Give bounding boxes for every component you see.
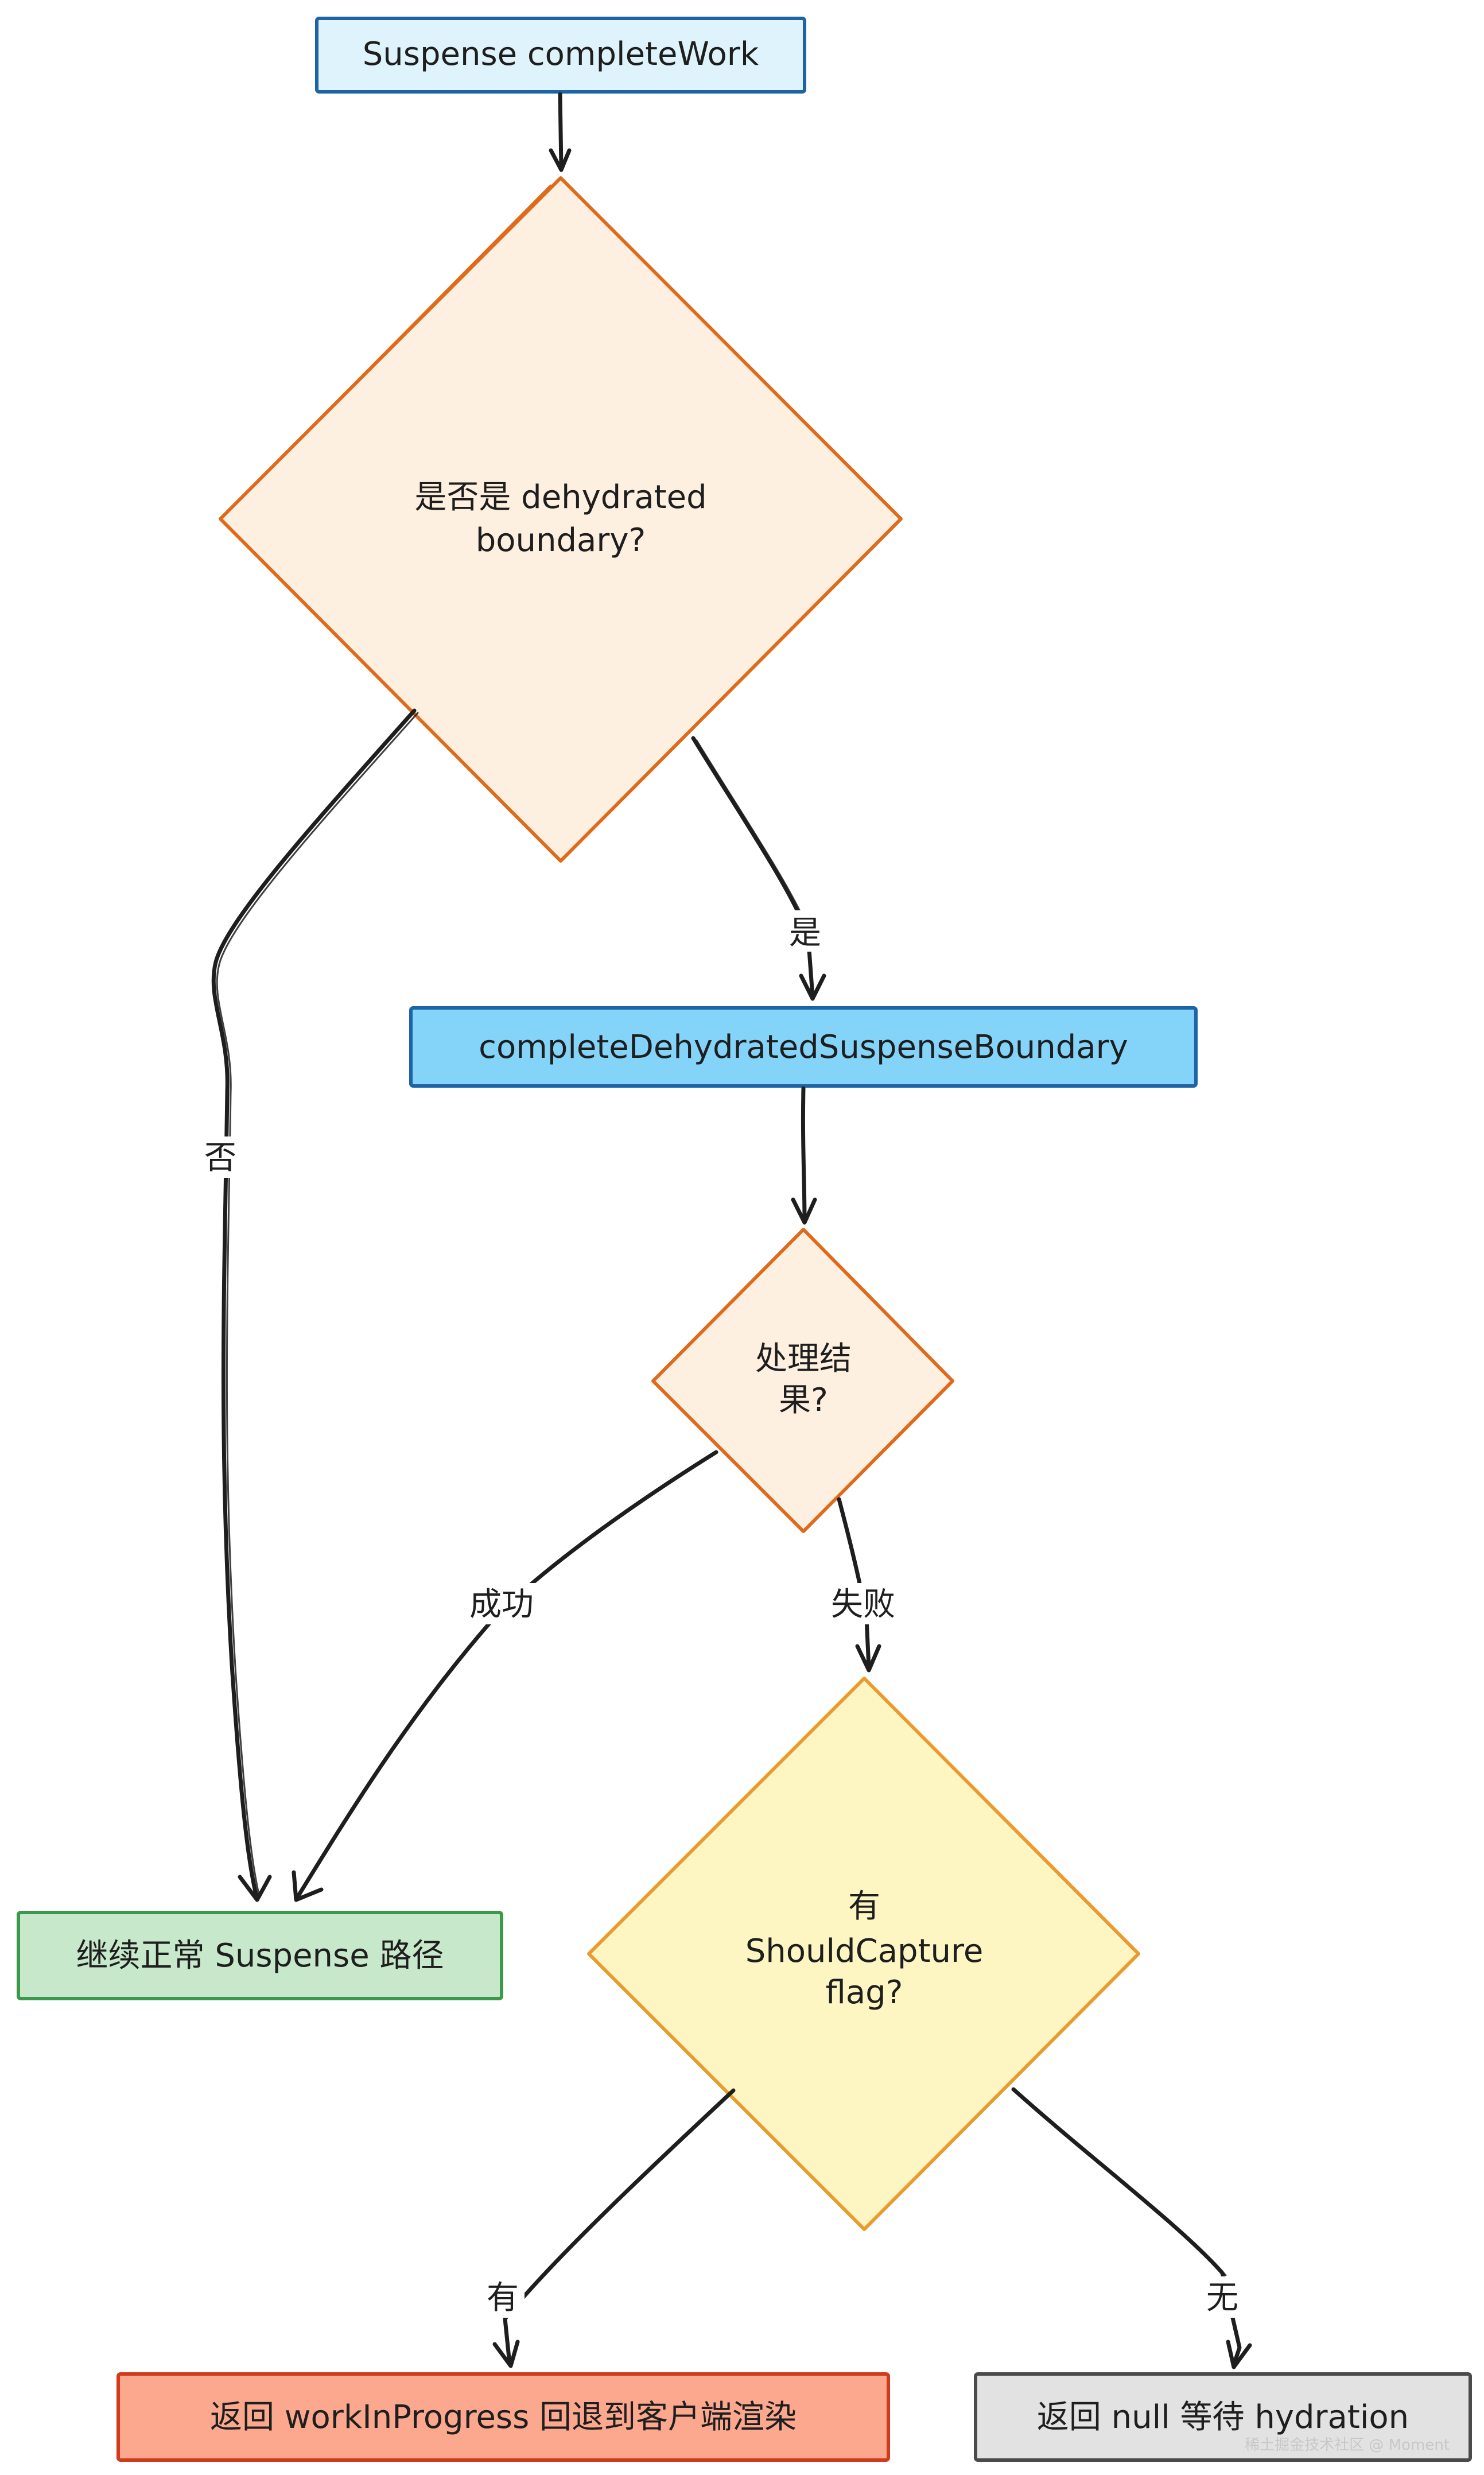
node-start-label: Suspense completeWork xyxy=(363,36,759,73)
edge-start-to-dehydrated-arrowhead xyxy=(549,148,572,172)
node-return-null-label: 返回 null 等待 hydration xyxy=(1037,2399,1409,2436)
edge-complete-to-result-line xyxy=(801,1086,807,1223)
node-decision-dehydrated-sketch-stroke xyxy=(219,184,552,520)
edge-has-capture: 有 xyxy=(481,2088,736,2368)
edge-start-to-dehydrated xyxy=(549,92,572,172)
node-decision-capture-line3: flag? xyxy=(826,1974,903,2011)
edge-yes-dehydrated-arrowhead xyxy=(799,973,826,1001)
node-return-wip-label: 返回 workInProgress 回退到客户端渲染 xyxy=(210,2399,797,2436)
node-decision-capture-diamond xyxy=(587,1677,1140,2231)
edge-no-dehydrated-ghost xyxy=(216,712,419,1898)
edge-fail-label: 失败 xyxy=(831,1586,895,1623)
edge-no-dehydrated-label-bg xyxy=(199,1136,242,1178)
edge-yes-dehydrated: 是 xyxy=(691,736,826,1001)
edge-success-label-bg xyxy=(463,1583,541,1624)
edge-has-capture-arrowhead xyxy=(492,2340,520,2368)
node-decision-dehydrated-line1: 是否是 dehydrated xyxy=(414,479,706,516)
node-decision-dehydrated-line2: boundary? xyxy=(476,522,646,559)
edge-yes-dehydrated-line xyxy=(691,736,815,999)
edge-no-dehydrated-line xyxy=(211,708,417,1896)
edge-success-line xyxy=(295,1450,718,1900)
edge-fail-arrowhead xyxy=(855,1644,881,1673)
edge-no-capture-arrowhead xyxy=(1226,2340,1252,2369)
node-decision-result-line1: 处理结 xyxy=(755,1340,852,1378)
edge-no-dehydrated: 否 xyxy=(199,708,419,1902)
edge-yes-dehydrated-label: 是 xyxy=(789,914,821,952)
node-decision-result: 处理结 果? xyxy=(651,1228,954,1533)
node-decision-result-line2: 果? xyxy=(779,1382,828,1419)
edge-fail-label-bg xyxy=(824,1583,902,1624)
node-decision-result-diamond xyxy=(651,1228,954,1533)
node-decision-capture-line1: 有 xyxy=(848,1888,880,1925)
edge-has-capture-label: 有 xyxy=(487,2279,519,2317)
edge-yes-dehydrated-label-bg xyxy=(785,910,825,952)
edge-success-label: 成功 xyxy=(469,1586,534,1623)
edge-success: 成功 xyxy=(292,1450,718,1902)
edge-no-capture-line xyxy=(1011,2087,1242,2367)
edge-no-capture: 无 xyxy=(1011,2087,1252,2369)
edge-fail: 失败 xyxy=(824,1497,902,1673)
edge-no-capture-ghost xyxy=(1016,2090,1227,2276)
node-return-null-box xyxy=(974,2372,1472,2462)
edge-has-capture-line xyxy=(503,2088,736,2366)
node-return-wip: 返回 workInProgress 回退到客户端渲染 xyxy=(116,2372,890,2462)
edge-complete-to-result-arrowhead xyxy=(791,1197,817,1225)
edge-start-to-dehydrated-line xyxy=(558,92,564,170)
node-continue-normal: 继续正常 Suspense 路径 xyxy=(17,1911,503,2000)
node-complete-dehydrated-label: completeDehydratedSuspenseBoundary xyxy=(479,1029,1128,1066)
node-decision-dehydrated-diamond xyxy=(219,176,903,863)
node-return-null: 返回 null 等待 hydration xyxy=(974,2372,1472,2462)
edge-success-arrowhead xyxy=(292,1870,324,1902)
node-complete-dehydrated-box xyxy=(409,1006,1198,1088)
node-return-wip-box xyxy=(116,2372,890,2462)
node-start-box xyxy=(315,17,806,94)
node-decision-dehydrated: 是否是 dehydrated boundary? xyxy=(219,176,903,863)
edge-complete-to-result xyxy=(791,1086,817,1225)
watermark: 稀土掘金技术社区 @ Moment xyxy=(1245,2437,1450,2454)
edge-has-capture-label-bg xyxy=(481,2276,525,2318)
edge-no-dehydrated-arrowhead xyxy=(238,1875,272,1902)
node-complete-dehydrated: completeDehydratedSuspenseBoundary xyxy=(409,1006,1198,1088)
edge-no-capture-label: 无 xyxy=(1206,2279,1238,2317)
edge-no-capture-label-bg xyxy=(1201,2276,1244,2318)
node-decision-capture-line2: ShouldCapture xyxy=(745,1933,984,1970)
node-decision-capture: 有 ShouldCapture flag? xyxy=(587,1677,1140,2231)
node-continue-normal-box xyxy=(17,1911,503,2000)
node-start: Suspense completeWork xyxy=(315,17,806,94)
node-continue-normal-label: 继续正常 Suspense 路径 xyxy=(76,1937,444,1974)
edge-no-dehydrated-label: 否 xyxy=(204,1139,236,1177)
